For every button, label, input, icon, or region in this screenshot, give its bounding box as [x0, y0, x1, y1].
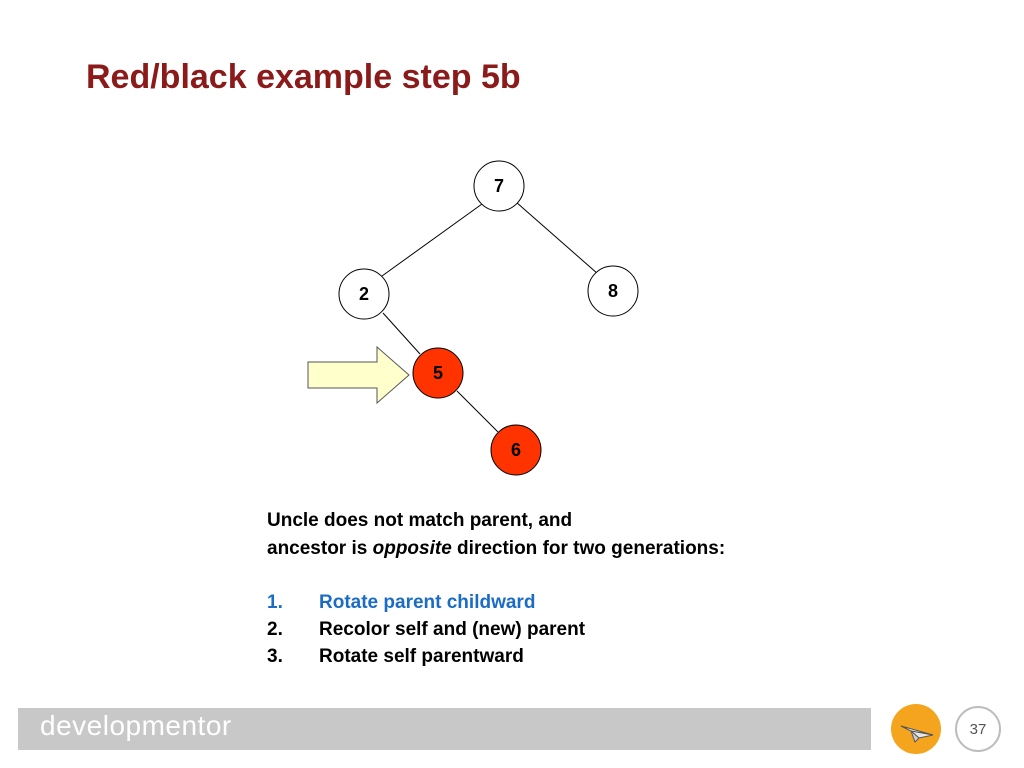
description-text: direction for two generations: [451, 538, 726, 559]
step-number: 3. [267, 645, 283, 667]
description-line-1: Uncle does not match parent, and [267, 510, 573, 531]
tree-node-5: 5 [412, 347, 464, 399]
page-number: 37 [969, 720, 987, 738]
tree-node-2: 2 [338, 268, 390, 320]
step-text: Recolor self and (new) parent [319, 618, 586, 640]
step-list: 1. Rotate parent childward 2. Recolor se… [267, 589, 725, 670]
edge-5-6 [456, 390, 499, 433]
description-text: ancestor is [267, 538, 373, 559]
tree-node-8: 8 [587, 265, 639, 317]
emphasis-opposite: opposite [372, 538, 452, 559]
pointer-arrow [307, 345, 410, 405]
tree-node-6: 6 [490, 424, 542, 476]
step-item-3: 3. Rotate self parentward [267, 643, 725, 670]
tree-node-7: 7 [473, 160, 525, 212]
slide-title: Red/black example step 5b [86, 58, 521, 96]
description-block: Uncle does not match parent, and ancesto… [267, 507, 725, 670]
tree-node-label: 7 [494, 176, 504, 196]
tree-node-label: 8 [608, 281, 618, 301]
tree-node-label: 5 [433, 363, 443, 383]
step-text: Rotate parent childward [319, 591, 536, 613]
edge-7-8 [515, 201, 599, 275]
step-number: 1. [267, 591, 283, 613]
description-line-2: ancestor is opposite direction for two g… [267, 535, 725, 563]
paper-plane-icon [900, 725, 934, 743]
edge-7-2 [381, 203, 483, 277]
edge-2-5 [382, 312, 421, 355]
step-item-1: 1. Rotate parent childward [267, 589, 725, 616]
tree-node-label: 2 [359, 284, 369, 304]
step-text: Rotate self parentward [319, 645, 524, 667]
step-item-2: 2. Recolor self and (new) parent [267, 616, 725, 643]
step-number: 2. [267, 618, 283, 640]
footer-bar: developmentor [18, 708, 871, 750]
brand-wordmark: developmentor [40, 710, 232, 741]
tree-node-label: 6 [511, 440, 521, 460]
page-number-badge: 37 [955, 706, 1001, 752]
red-black-tree-diagram: 7 2 8 5 6 [307, 160, 639, 476]
logo [891, 704, 941, 754]
